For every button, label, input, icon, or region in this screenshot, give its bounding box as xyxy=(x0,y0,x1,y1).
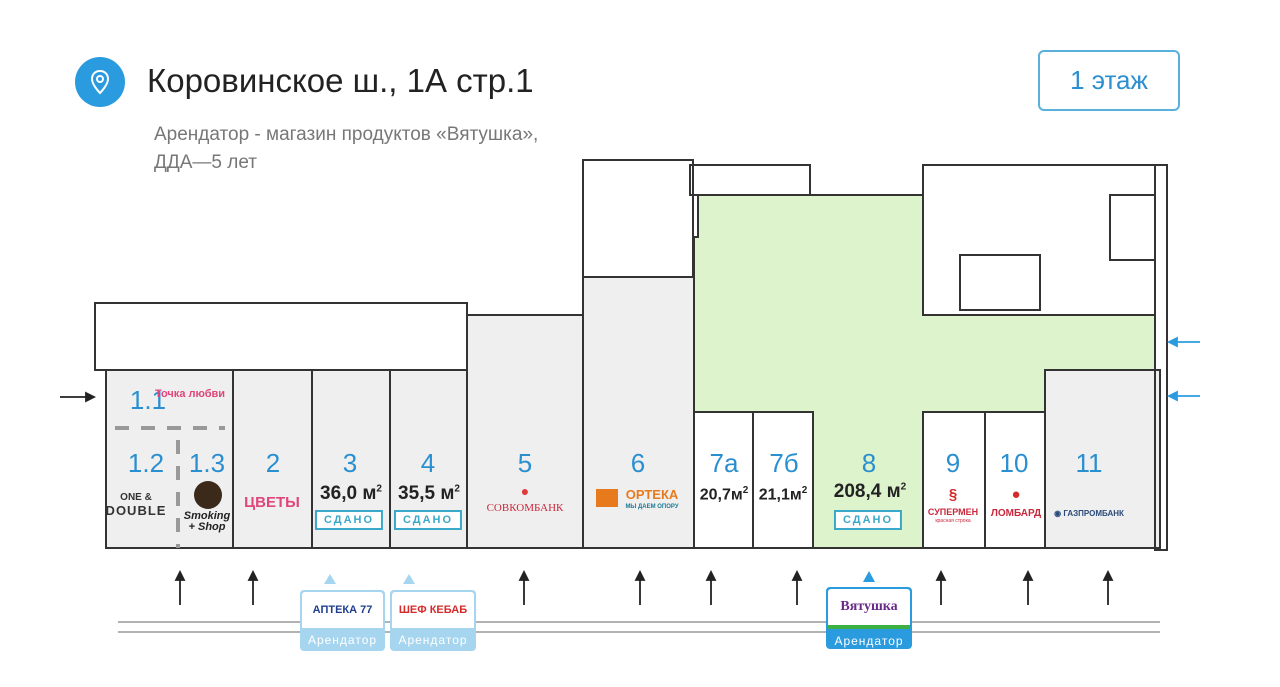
unit-area: 36,0 м2 xyxy=(320,483,382,504)
unit-number: 8 xyxy=(861,448,877,478)
status-badge: СДАНО xyxy=(833,510,903,530)
gazprombank-logo-icon: ◉ xyxy=(1054,509,1064,518)
map-pin-icon xyxy=(75,57,125,107)
service-rooms xyxy=(94,159,1168,551)
lombard-logo-icon: ● xyxy=(1011,486,1021,503)
entrance-arrow-icon xyxy=(518,569,530,605)
unit-number: 10 xyxy=(999,448,1029,478)
unit-6-area xyxy=(582,276,695,549)
sovcombank-logo-icon: ● xyxy=(520,483,530,499)
entrance-arrow-icon xyxy=(247,569,259,605)
unit-number: 7а xyxy=(709,448,739,478)
unit-area: 21,1м2 xyxy=(758,485,808,504)
entrance-arrow-icon xyxy=(174,569,186,605)
unit-number: 1.2 xyxy=(127,448,165,478)
unit-number: 3 xyxy=(342,448,358,478)
unit-number: 7б xyxy=(769,448,799,478)
entrance-arrow-icon xyxy=(634,569,646,605)
unit-area: 20,7м2 xyxy=(699,485,749,504)
brand-smoking-shop: Smoking+ Shop xyxy=(183,510,231,533)
unit-10-area xyxy=(984,411,1046,549)
supermen-logo-icon: § xyxy=(948,486,958,503)
unit-number: 6 xyxy=(630,448,646,478)
tenant-card-apteka[interactable]: АПТЕКА 77 Арендатор xyxy=(300,590,385,651)
tenant-card-vyatushka[interactable]: Вятушка Арендатор xyxy=(826,587,912,649)
entrance-arrow-icon xyxy=(791,569,803,605)
smoking-shop-logo-icon xyxy=(194,481,222,509)
side-entrance-arrow-icon xyxy=(60,391,97,403)
unit-2-area xyxy=(232,369,313,549)
unit-number: 9 xyxy=(945,448,961,478)
side-entrance-arrow-icon xyxy=(1166,336,1200,348)
brand-lombard: ЛОМБАРД xyxy=(990,508,1042,519)
unit-area: 208,4 м2 xyxy=(833,481,907,502)
orteka-logo-icon xyxy=(596,489,618,507)
street-lines xyxy=(118,621,1160,633)
brand-sovcombank: СОВКОМБАНК xyxy=(486,502,564,514)
entrance-arrow-icon xyxy=(1102,569,1114,605)
status-badge: СДАНО xyxy=(393,510,463,530)
unit-number: 1.3 xyxy=(188,448,226,478)
brand-one-double: ONE &DOUBLE xyxy=(105,492,167,518)
brand-tsvety: ЦВЕТЫ xyxy=(244,494,300,511)
tenant-subtitle: Арендатор - магазин продуктов «Вятушка», xyxy=(154,124,539,145)
entrance-arrow-icon xyxy=(705,569,717,605)
status-badge: СДАНО xyxy=(314,510,384,530)
address-title: Коровинское ш., 1А стр.1 xyxy=(147,62,534,99)
unit-9-area xyxy=(922,411,986,549)
unit-7b-area xyxy=(752,411,814,549)
brand-gazprombank: ◉ ГАЗПРОМБАНК xyxy=(1054,509,1124,518)
tenant-pointers xyxy=(324,571,875,584)
unit-number: 1.1 xyxy=(129,385,167,415)
tenant-card-shef-kebab[interactable]: ШЕФ КЕБАБ Арендатор xyxy=(390,590,476,651)
lease-term: ДДА—5 лет xyxy=(154,152,257,173)
entrance-arrow-icon xyxy=(1022,569,1034,605)
unit-5-area xyxy=(466,314,584,549)
floor-selector-button[interactable]: 1 этаж xyxy=(1038,50,1180,111)
unit-11-area xyxy=(1044,369,1161,549)
entrance-arrows xyxy=(60,336,1200,605)
unit-7a-area xyxy=(693,411,754,549)
unit-number: 11 xyxy=(1075,448,1103,478)
unit-area: 35,5 м2 xyxy=(398,483,460,504)
partition-lines xyxy=(115,426,225,548)
entrance-arrow-icon xyxy=(935,569,947,605)
unit-number: 4 xyxy=(420,448,436,478)
brand-tochka-lyubvi: Точка любви xyxy=(154,388,226,400)
unit-number: 5 xyxy=(517,448,533,478)
side-entrance-arrow-icon xyxy=(1166,390,1200,402)
unit-number: 2 xyxy=(265,448,281,478)
